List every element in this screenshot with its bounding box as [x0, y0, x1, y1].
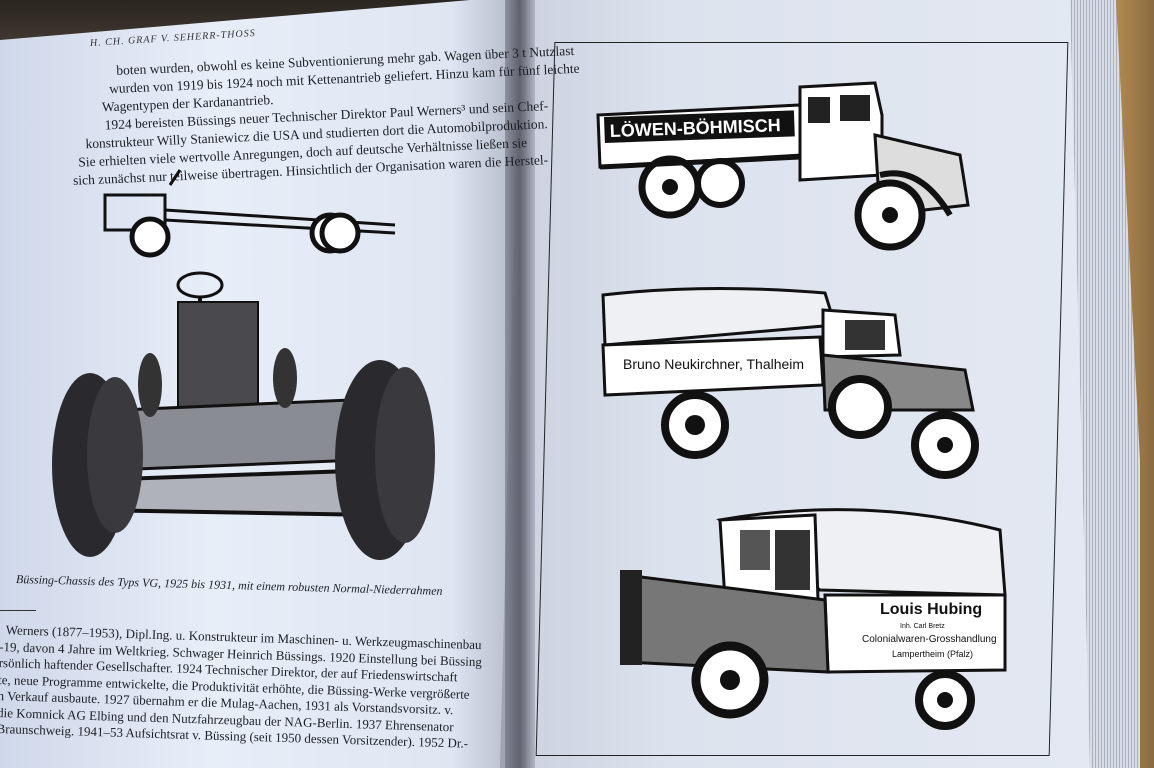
truck-sign-owner: Inh. Carl Bretz [900, 623, 945, 630]
truck-illustration-loewen-boehmisch: LÖWEN-BÖHMISCH [596, 81, 970, 251]
truck-sign: Louis Hubing [880, 601, 982, 618]
truck-sign-town: Lampertheim (Pfalz) [892, 649, 973, 659]
chassis-side-illustration [103, 169, 396, 258]
chassis-front-illustration [52, 271, 435, 560]
truck-sign: Bruno Neukirchner, Thalheim [623, 356, 804, 372]
truck-illustration-hubing: Louis Hubing Inh. Carl Bretz Colonialwar… [620, 508, 1007, 730]
book-spine [505, 0, 535, 768]
footnote: Werners (1877–1953), Dipl.Ing. u. Konstr… [0, 622, 483, 753]
truck-illustration-neukirchner: Bruno Neukirchner, Thalheim [601, 286, 979, 479]
footnote-divider [0, 610, 36, 611]
truck-sign-business: Colonialwaren-Grosshandlung [862, 634, 997, 645]
